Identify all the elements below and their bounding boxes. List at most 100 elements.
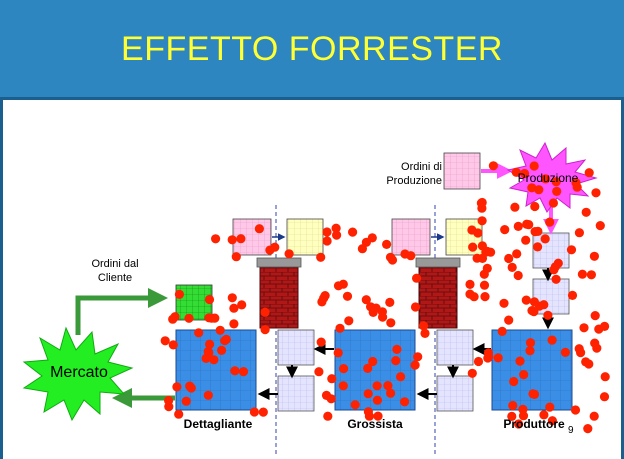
inventory-dot	[335, 323, 345, 333]
inventory-dot	[209, 355, 219, 365]
ordini-produzione-label-line1: Ordini di	[401, 161, 442, 173]
inventory-dot	[534, 185, 544, 195]
inventory-dot	[342, 291, 353, 301]
inventory-dot	[194, 328, 204, 338]
inventory-dot	[203, 390, 213, 400]
inventory-dot	[473, 228, 483, 238]
brick-wall-cap	[256, 257, 302, 268]
inventory-dot	[589, 251, 600, 261]
ordini-cliente-label-line2: Cliente	[97, 272, 133, 284]
ordini-cliente-label: Ordini dal Cliente	[70, 257, 160, 285]
inventory-dot	[333, 348, 343, 358]
produzione-label: Produzione	[517, 171, 579, 185]
inventory-dot	[164, 402, 174, 412]
inventory-dot	[589, 411, 599, 421]
inventory-dot	[361, 237, 371, 247]
inventory-dot	[590, 311, 600, 321]
inventory-dot	[529, 297, 540, 307]
inventory-dot	[378, 312, 388, 322]
inventory-dot	[529, 389, 540, 399]
inventory-dot	[540, 234, 550, 244]
inventory-dot	[160, 336, 170, 346]
inventory-dot	[476, 198, 486, 208]
slide-title: EFFETTO FORRESTER	[121, 30, 503, 68]
inventory-dot	[181, 396, 191, 406]
inventory-dot	[323, 411, 333, 421]
brick-wall-cap	[415, 257, 461, 268]
transit-form-icon	[436, 329, 474, 366]
inventory-dot	[521, 235, 531, 245]
inventory-dot	[574, 228, 585, 238]
inventory-dot	[332, 230, 342, 240]
inventory-dot	[510, 202, 520, 212]
inventory-dot	[600, 321, 610, 331]
inventory-dot	[230, 366, 240, 376]
inventory-dot	[552, 186, 562, 196]
inventory-dot	[477, 216, 487, 226]
inventory-dot	[592, 343, 602, 353]
inventory-dot	[551, 177, 561, 187]
inventory-dot	[392, 344, 402, 354]
inventory-dot	[418, 321, 429, 331]
inventory-dot	[372, 381, 382, 391]
inventory-dot	[326, 394, 336, 404]
inventory-dot	[551, 274, 561, 284]
inventory-dot	[507, 262, 517, 272]
inventory-dot	[529, 161, 539, 171]
frame-right-border	[621, 100, 624, 459]
inventory-dot	[513, 221, 523, 231]
inventory-dot	[170, 312, 180, 322]
inventory-dot	[383, 381, 393, 391]
inventory-dot	[265, 245, 275, 255]
inventory-dot	[185, 381, 195, 391]
inventory-dot	[507, 411, 517, 421]
inventory-dot	[499, 298, 509, 308]
inventory-dot	[595, 221, 605, 231]
inventory-dot	[204, 294, 215, 305]
inventory-dot	[469, 292, 479, 302]
inventory-dot	[322, 227, 332, 237]
mercato-star-icon	[22, 326, 134, 422]
inventory-dot	[600, 372, 610, 382]
inventory-dot	[174, 289, 184, 299]
inventory-dot	[231, 252, 241, 262]
inventory-dot	[387, 255, 398, 265]
inventory-dot	[583, 424, 593, 434]
inventory-dot	[533, 242, 543, 252]
mercato-order-arrow	[75, 288, 168, 335]
ordini-produzione-label: Ordini di Produzione	[370, 160, 442, 188]
inventory-dot	[511, 167, 521, 177]
inventory-dot	[260, 307, 270, 317]
inventory-dot	[530, 227, 540, 237]
inventory-dot	[217, 345, 227, 355]
dettagliante-label: Dettagliante	[183, 417, 253, 431]
inventory-dot	[373, 411, 383, 421]
inventory-dot	[260, 325, 270, 335]
inventory-dot	[508, 400, 518, 411]
inventory-dot	[586, 270, 597, 280]
inventory-dot	[567, 290, 578, 300]
inventory-dot	[227, 235, 237, 245]
inventory-dot	[543, 310, 553, 320]
inventory-dot	[560, 347, 571, 357]
inventory-dot	[284, 249, 294, 259]
inventory-dot	[386, 318, 396, 328]
ordini-produzione-label-line2: Produzione	[386, 175, 442, 187]
inventory-dot	[211, 234, 221, 244]
inventory-dot	[236, 234, 246, 244]
inventory-dots	[160, 161, 610, 434]
inventory-dot	[420, 328, 430, 338]
inventory-dot	[527, 306, 537, 316]
inventory-dot	[215, 325, 225, 335]
inventory-dot	[316, 337, 326, 347]
inventory-dot	[410, 302, 421, 312]
inventory-dot	[400, 397, 410, 407]
inventory-dot	[591, 188, 601, 198]
inventory-dot	[527, 183, 537, 193]
ordini-cliente-label-line1: Ordini dal	[91, 258, 139, 270]
inventory-dot	[229, 303, 239, 313]
inventory-dot	[553, 258, 563, 268]
inventory-dot	[504, 315, 514, 325]
inventory-dot	[207, 313, 217, 323]
inventory-dot	[500, 225, 510, 235]
